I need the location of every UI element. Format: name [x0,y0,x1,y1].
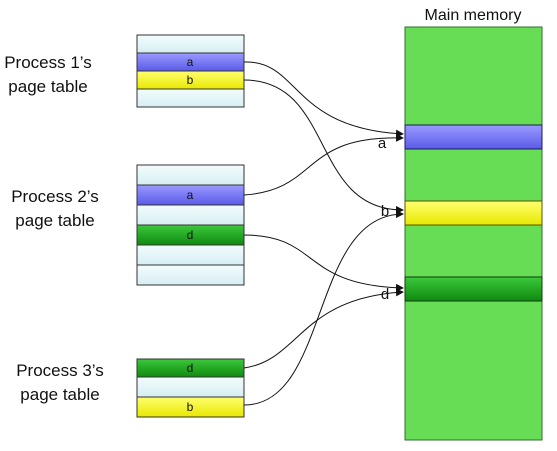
memory-title: Main memory [425,7,522,24]
process1-entry-empty [136,34,245,54]
process3-entry-empty [136,376,245,398]
memory-frame-d [404,276,543,302]
process2-entry-a-text: a [187,188,194,202]
process1-page-table: Process 1’s page table a b [4,34,245,108]
process3-page-table: Process 3’s page table d b [16,358,245,418]
arrow-p1-b-to-frame-b [243,79,404,214]
arrow-p2-d-to-frame-d [243,234,404,292]
process1-entry-empty [136,88,245,108]
main-memory [404,26,543,441]
process2-page-table: Process 2’s page table a d [11,164,245,286]
process1-label-line1: Process 1’s [4,53,92,72]
process2-entry-d-text: d [187,228,194,242]
process3-entry-b [136,396,245,418]
process3-entry-b-text: b [187,400,194,414]
process3-label-line2: page table [20,385,99,404]
process1-entry-a-text: a [187,55,194,69]
arrow-p2-a-to-frame-a [243,133,404,196]
frame-label-b: b [381,203,389,220]
process2-label-line2: page table [15,211,94,230]
process2-entry-empty [136,264,245,286]
memory-frame-a [404,124,543,150]
memory-block [404,26,543,441]
memory-frame-b [404,200,543,226]
process1-label-line2: page table [8,77,87,96]
frame-label-d: d [381,286,389,303]
process3-entry-d-text: d [187,361,194,375]
arrow-p3-d-to-frame-d [243,288,404,369]
arrow-p1-a-to-frame-a [243,61,404,138]
process2-entry-empty [136,244,245,266]
process2-entry-empty [136,204,245,226]
frame-label-a: a [378,135,387,152]
process2-label-line1: Process 2’s [11,187,99,206]
process1-entry-b-text: b [187,73,194,87]
arrow-p3-b-to-frame-b [243,210,404,406]
process3-label-line1: Process 3’s [16,361,104,380]
process2-entry-empty [136,164,245,186]
